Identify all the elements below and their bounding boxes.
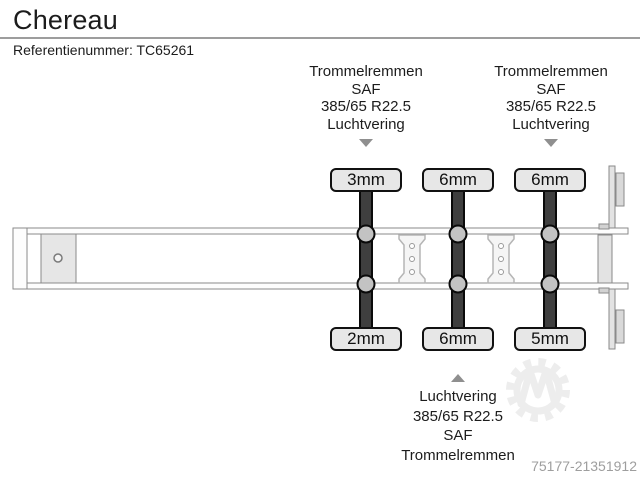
kingpin-plate bbox=[40, 233, 77, 284]
triangle-up-icon bbox=[451, 374, 465, 382]
wheel-hub bbox=[448, 224, 468, 244]
axle-bar-1 bbox=[359, 189, 373, 330]
axle2-suspension: Luchtvering bbox=[419, 388, 497, 405]
wheel-hub bbox=[356, 224, 376, 244]
tread-depth-axle3-top: 6mm bbox=[514, 168, 586, 192]
axle3-annotation: Trommelremmen SAF 385/65 R22.5 Luchtveri… bbox=[451, 63, 640, 147]
axle1-tyre-size: 385/65 R22.5 bbox=[320, 98, 412, 115]
axle1-make: SAF bbox=[351, 80, 381, 98]
trailer-chassis-beam bbox=[12, 223, 629, 294]
cross-member-2 bbox=[487, 234, 515, 284]
axle2-make: SAF bbox=[443, 427, 473, 444]
wheel-hub bbox=[356, 274, 376, 294]
wheel-hub bbox=[540, 274, 560, 294]
axle1-suspension: Luchtvering bbox=[327, 115, 405, 133]
wheel-hub bbox=[540, 224, 560, 244]
tread-depth-axle2-bottom: 6mm bbox=[422, 327, 494, 351]
axle3-make: SAF bbox=[536, 80, 566, 98]
axle-bar-3 bbox=[543, 189, 557, 330]
tread-depth-axle2-top: 6mm bbox=[422, 168, 494, 192]
tread-depth-axle1-bottom: 2mm bbox=[330, 327, 402, 351]
gear-logo-watermark-icon bbox=[506, 358, 570, 422]
triangle-down-icon bbox=[544, 139, 558, 147]
reference-label: Referentienummer: bbox=[13, 42, 133, 58]
cross-member-1 bbox=[398, 234, 426, 284]
axle3-suspension: Luchtvering bbox=[512, 115, 590, 133]
axle3-tyre-size: 385/65 R22.5 bbox=[505, 98, 597, 115]
listing-id: 75177-21351912 bbox=[531, 458, 637, 474]
triangle-down-icon bbox=[359, 139, 373, 147]
axle-bars bbox=[359, 189, 557, 330]
axle2-tyre-size: 385/65 R22.5 bbox=[412, 407, 504, 425]
axle-bar-2 bbox=[451, 189, 465, 330]
axle2-annotation: Luchtvering 385/65 R22.5 SAF Trommelremm… bbox=[358, 374, 558, 465]
reference-number: Referentienummer: TC65261 bbox=[13, 42, 194, 58]
axle3-brakes: Trommelremmen bbox=[494, 63, 608, 80]
header-divider bbox=[0, 37, 640, 39]
axle1-brakes: Trommelremmen bbox=[309, 63, 423, 80]
axle1-annotation: Trommelremmen SAF 385/65 R22.5 Luchtveri… bbox=[266, 63, 466, 147]
page-title: Chereau bbox=[13, 5, 118, 35]
tread-depth-axle3-bottom: 5mm bbox=[514, 327, 586, 351]
reference-value: TC65261 bbox=[136, 42, 195, 58]
tread-depth-axle1-top: 3mm bbox=[330, 168, 402, 192]
wheel-hubs bbox=[356, 224, 560, 294]
wheel-hub bbox=[448, 274, 468, 294]
kingpin bbox=[53, 253, 63, 263]
axle2-brakes: Trommelremmen bbox=[401, 446, 515, 464]
